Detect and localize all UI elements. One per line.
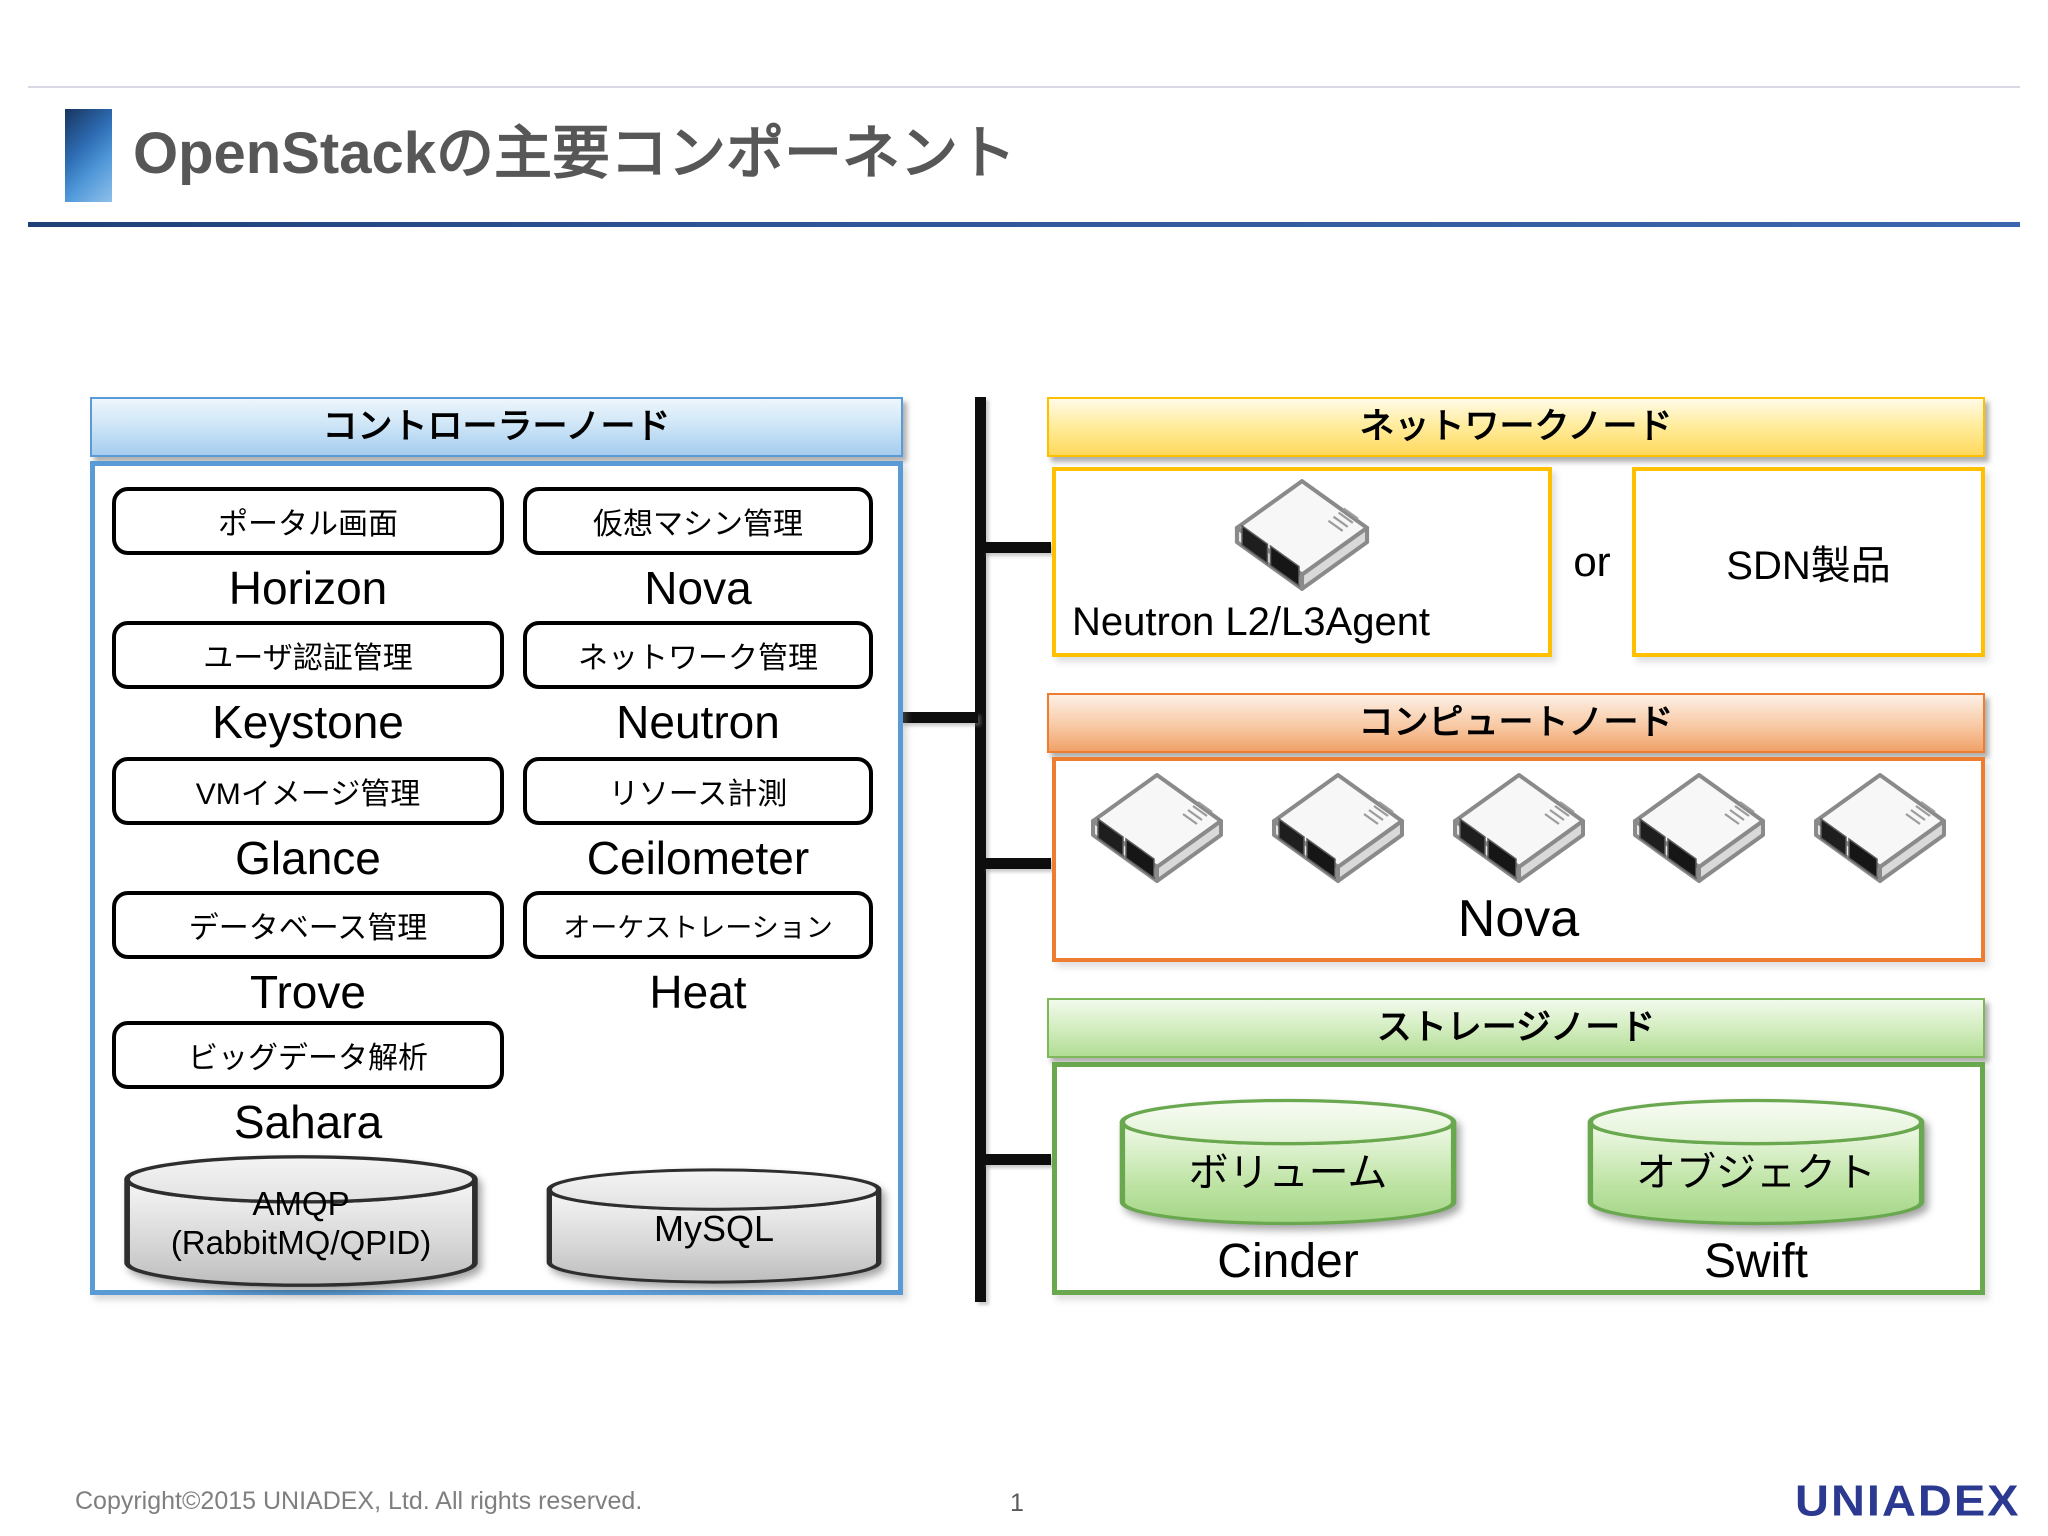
component-name-nova: Nova	[644, 562, 752, 614]
component-role-vmimage: VMイメージ管理	[112, 757, 504, 825]
swift-label: Swift	[1703, 1235, 1808, 1288]
amqp-label: AMQP (RabbitMQ/QPID)	[170, 1185, 432, 1261]
uniadex-logo: UNIADEX	[1795, 1476, 2021, 1525]
component-name-ceilometer: Ceilometer	[586, 832, 810, 884]
or-label: or	[1573, 538, 1611, 585]
component-role-database: データベース管理	[112, 891, 504, 959]
compute-server-row	[1056, 761, 1981, 889]
copyright-text: Copyright©2015 UNIADEX, Ltd. All rights …	[75, 1487, 643, 1515]
neutron-agent-box: Neutron L2/L3Agent	[1052, 467, 1552, 657]
object-label: オブジェクト	[1636, 1151, 1876, 1195]
compute-nova-label: Nova	[1457, 890, 1580, 948]
component-name-keystone: Keystone	[212, 696, 404, 748]
component-name-glance: Glance	[235, 832, 381, 884]
server-icon	[1452, 773, 1585, 883]
compute-connector-stub	[983, 858, 1051, 869]
server-icon	[1271, 773, 1404, 883]
component-role-auth: ユーザ認証管理	[112, 621, 504, 689]
component-role-portal: ポータル画面	[112, 487, 504, 555]
page-number: 1	[1010, 1489, 1024, 1517]
volume-label: ボリューム	[1188, 1151, 1388, 1195]
component-name-sahara: Sahara	[233, 1096, 383, 1148]
component-role-orchestration: オーケストレーション	[523, 891, 873, 959]
network-node-header: ネットワークノード	[1047, 397, 1985, 457]
volume-cylinder: ボリューム	[1108, 1094, 1468, 1230]
server-icon	[1227, 475, 1377, 597]
top-divider	[28, 86, 2020, 88]
component-role-network: ネットワーク管理	[523, 621, 873, 689]
title-accent-bar	[65, 109, 112, 202]
component-name-trove: Trove	[250, 966, 366, 1018]
compute-node-header: コンピュートノード	[1047, 693, 1985, 753]
object-cylinder: オブジェクト	[1576, 1094, 1936, 1230]
compute-node-box: Nova	[1052, 757, 1985, 962]
controller-node-header: コントローラーノード	[90, 397, 903, 457]
server-icon	[1633, 773, 1766, 883]
component-role-vm: 仮想マシン管理	[523, 487, 873, 555]
component-role-bigdata: ビッグデータ解析	[112, 1021, 504, 1089]
component-role-metering: リソース計測	[523, 757, 873, 825]
component-name-neutron: Neutron	[616, 696, 780, 748]
storage-connector-stub	[983, 1154, 1051, 1165]
server-icon	[1091, 773, 1223, 883]
server-icon	[1814, 773, 1946, 883]
storage-node-header: ストレージノード	[1047, 998, 1985, 1058]
network-connector-stub	[983, 542, 1051, 553]
component-name-horizon: Horizon	[228, 562, 388, 614]
title-underline	[28, 222, 2020, 227]
neutron-agent-label: Neutron L2/L3Agent	[1072, 600, 1431, 644]
trunk-connector-line	[975, 397, 986, 1302]
amqp-cylinder: AMQP (RabbitMQ/QPID)	[112, 1150, 490, 1292]
cinder-label: Cinder	[1217, 1235, 1359, 1288]
sdn-product-box: SDN製品	[1632, 467, 1985, 657]
component-name-heat: Heat	[649, 966, 747, 1018]
controller-node-box	[90, 461, 903, 1295]
controller-connector-line	[900, 712, 978, 723]
mysql-label: MySQL	[653, 1208, 775, 1249]
mysql-cylinder: MySQL	[535, 1164, 893, 1288]
page-title: OpenStackの主要コンポーネント	[133, 121, 1016, 186]
